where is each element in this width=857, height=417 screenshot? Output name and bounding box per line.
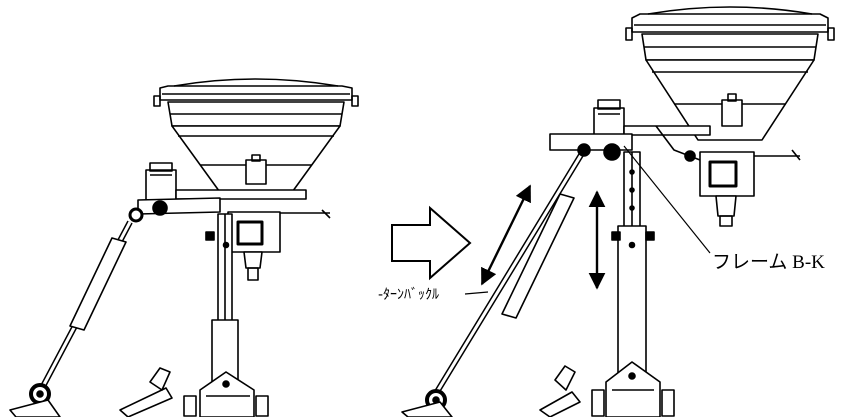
hopper-lid [625,6,835,41]
metering-box [699,149,801,227]
frame-label-leader [623,145,711,254]
turnbuckle-before [29,220,133,405]
hitch-after [401,365,581,417]
frame-bar [128,162,307,223]
hopper-body [167,101,345,196]
frame-bk [549,99,711,162]
spreader-before [9,78,359,417]
spreader-after [401,6,835,417]
vertical-post [611,151,655,387]
adjust-arrow-diagonal-icon [480,184,532,286]
turnbuckle-label: -ﾀｰﾝﾊﾞｯｸﾙ [378,287,439,303]
transition-arrow-icon [391,205,472,281]
hopper-body [641,33,819,141]
wheel-assembly [591,361,675,417]
metering-box [227,209,331,281]
hitch-before [9,367,173,417]
turnbuckle-label-leader [464,291,489,295]
frame-label: フレーム B-K [712,252,825,273]
wheel-assembly [183,371,269,417]
hopper-lid [153,78,359,107]
